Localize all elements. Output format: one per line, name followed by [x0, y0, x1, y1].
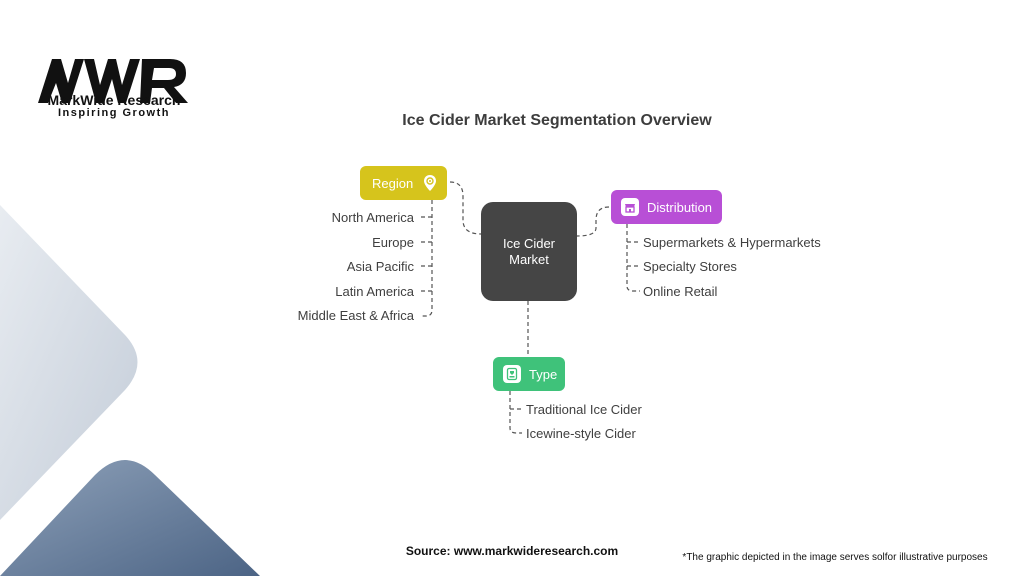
region-item-asia-pacific: Asia Pacific — [346, 259, 414, 274]
region-item-north-america: North America — [331, 210, 414, 225]
distribution-item-online-retail: Online Retail — [643, 284, 718, 299]
center-node-ice-cider-market: Ice Cider Market — [481, 202, 577, 301]
region-item-middle-east-africa: Middle East & Africa — [297, 308, 414, 323]
storefront-icon — [621, 198, 639, 216]
segment-region-pill: Region — [360, 166, 447, 200]
segment-distribution-label: Distribution — [647, 199, 713, 215]
type-item-traditional-ice-cider: Traditional Ice Cider — [526, 402, 642, 417]
brand-tagline: Inspiring Growth — [58, 107, 170, 119]
source-credit: Source: www.markwideresearch.com — [405, 544, 619, 558]
region-item-europe: Europe — [372, 235, 414, 250]
background-shape-light — [0, 205, 138, 520]
background-shape-dark — [0, 460, 260, 576]
location-pin-icon — [421, 174, 439, 192]
segment-distribution-pill: Distribution — [611, 190, 722, 224]
segment-type-label: Type — [529, 366, 558, 382]
distribution-item-specialty-stores: Specialty Stores — [643, 259, 737, 274]
region-item-latin-america: Latin America — [335, 284, 414, 299]
segment-type-pill: Type — [493, 357, 565, 391]
brand-name: MarkWide Research — [47, 92, 181, 108]
disclaimer-note: *The graphic depicted in the image serve… — [682, 552, 988, 563]
segment-region-label: Region — [372, 175, 414, 191]
distribution-item-supermarkets: Supermarkets & Hypermarkets — [643, 235, 821, 250]
type-item-icewine-style-cider: Icewine-style Cider — [526, 426, 636, 441]
bottle-label-icon — [503, 365, 521, 383]
diagram-title: Ice Cider Market Segmentation Overview — [402, 112, 712, 129]
markwide-logo — [38, 59, 188, 103]
